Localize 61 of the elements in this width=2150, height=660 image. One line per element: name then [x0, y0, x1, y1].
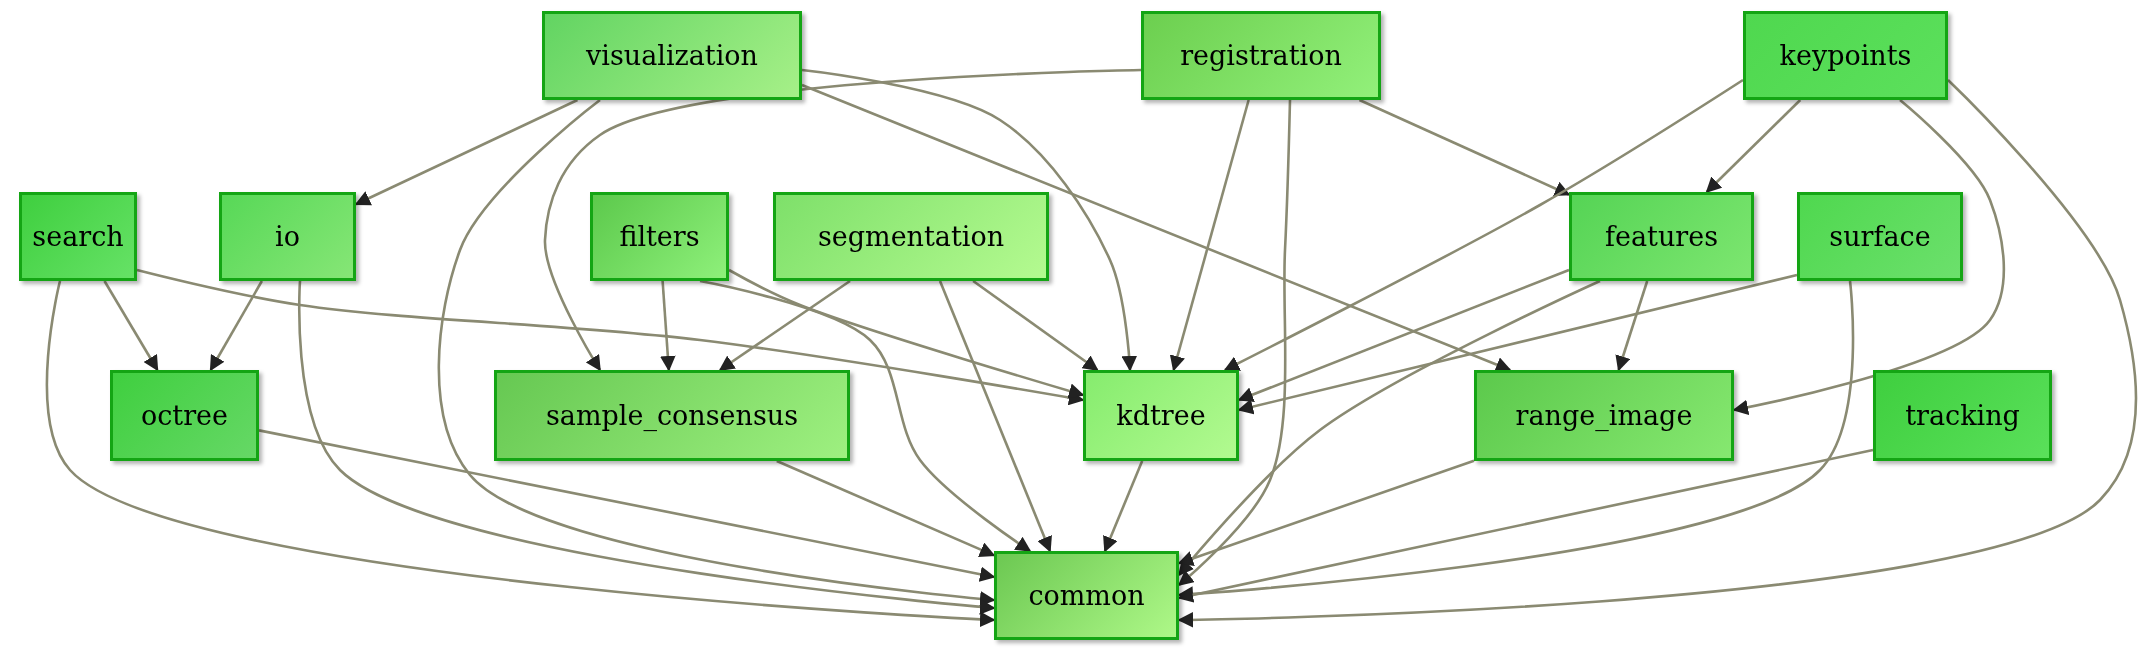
arrow	[1177, 459, 1475, 567]
module-name: octree	[140, 400, 229, 431]
arrow	[718, 279, 851, 372]
arrow	[45, 280, 996, 628]
arrow	[1177, 448, 1874, 603]
module-box	[1797, 192, 1963, 281]
arrow	[1237, 273, 1798, 415]
module-box	[1569, 192, 1754, 281]
module-name: kdtree	[1116, 400, 1206, 431]
arrow	[103, 280, 159, 372]
arrow	[1177, 99, 1292, 586]
module-name: common	[1028, 580, 1145, 611]
module-name: registration	[1180, 40, 1342, 71]
arrow	[660, 280, 676, 372]
arrow	[776, 459, 996, 557]
module-name: filters	[619, 221, 700, 252]
module-box	[1743, 11, 1948, 100]
arrow	[136, 268, 1085, 406]
arrow	[1103, 460, 1144, 553]
arrow	[938, 280, 1052, 553]
module-box	[110, 370, 259, 461]
arrow	[728, 268, 1085, 399]
module-box	[1083, 370, 1239, 461]
module-box	[219, 192, 356, 281]
module-name: sample_consensus	[545, 400, 798, 431]
arrow	[801, 83, 1512, 372]
arrow	[801, 68, 1138, 372]
module-name: features	[1604, 221, 1719, 252]
module-name: keypoints	[1779, 40, 1912, 71]
arrow	[354, 98, 579, 206]
module-name: surface	[1829, 221, 1931, 252]
arrow	[699, 279, 1032, 553]
arrow	[543, 68, 1142, 372]
arrow	[1615, 280, 1649, 372]
arrow	[1177, 79, 2137, 628]
module-box	[1141, 11, 1381, 100]
module-name: segmentation	[817, 221, 1005, 252]
module-box	[994, 551, 1179, 640]
arrow	[1237, 268, 1570, 403]
arrow	[1178, 279, 1601, 577]
module-box	[494, 370, 850, 461]
module-box	[773, 192, 1049, 281]
module-name: range_image	[1515, 400, 1693, 431]
arrow	[258, 429, 996, 582]
module-name: io	[275, 221, 300, 252]
arrow	[209, 280, 263, 372]
arrow	[1358, 98, 1571, 196]
module-box	[1474, 370, 1734, 461]
arrow	[1732, 99, 2006, 415]
arrow	[1223, 78, 1744, 372]
module-name: search	[32, 221, 124, 252]
arrow	[1169, 99, 1250, 372]
module-box	[1873, 370, 2052, 461]
module-box	[590, 192, 729, 281]
module-name: visualization	[586, 40, 758, 71]
arrow	[972, 279, 1099, 372]
arrow	[298, 280, 996, 615]
module-box	[19, 192, 137, 281]
arrow	[1705, 99, 1802, 194]
module-box	[542, 11, 802, 100]
module-name: tracking	[1905, 400, 2020, 431]
